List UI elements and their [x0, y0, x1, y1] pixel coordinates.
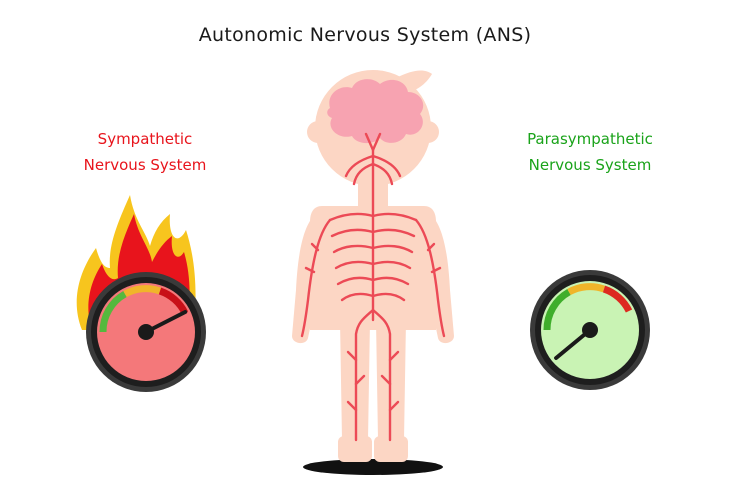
sympathetic-gauge-group	[76, 195, 206, 392]
parasympathetic-gauge-hub	[582, 322, 598, 338]
sympathetic-label-line2: Nervous System	[83, 156, 207, 174]
sympathetic-label: Sympathetic Nervous System	[35, 126, 255, 178]
human-figure	[292, 70, 454, 475]
sympathetic-label-line1: Sympathetic	[97, 130, 193, 148]
parasympathetic-gauge-red-arc	[602, 285, 633, 313]
parasympathetic-gauge-yellow-arc	[567, 283, 606, 296]
gauge-icon	[530, 270, 650, 390]
sympathetic-gauge-yellow-arc	[123, 285, 162, 298]
parasympathetic-label: Parasympathetic Nervous System	[480, 126, 700, 178]
parasympathetic-label-line1: Parasympathetic	[527, 130, 653, 148]
sympathetic-gauge-green-arc	[99, 290, 127, 333]
parasympathetic-gauge-green-arc	[543, 288, 571, 331]
brain-icon	[327, 79, 424, 144]
figure-shadow	[303, 459, 443, 475]
sympathetic-gauge-hub	[138, 324, 154, 340]
nerve-network	[300, 132, 446, 442]
page-title: Autonomic Nervous System (ANS)	[198, 24, 532, 46]
parasympathetic-label-line2: Nervous System	[528, 156, 652, 174]
